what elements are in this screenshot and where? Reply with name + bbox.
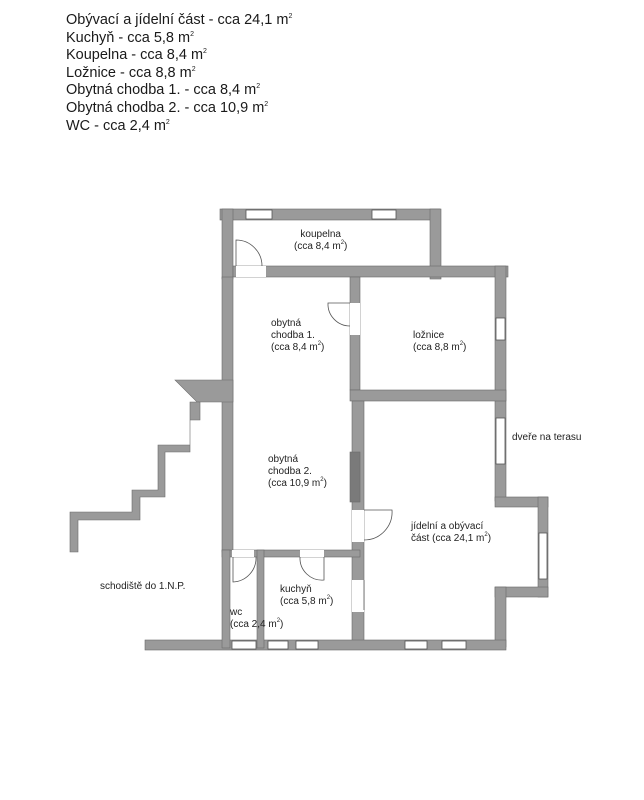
wall-east-lower [494, 586, 507, 648]
wall-koupelna-left [221, 208, 234, 280]
wall-east-upper [494, 265, 507, 502]
window-wc [231, 640, 257, 650]
wall-chodba2-dark [349, 451, 361, 503]
legend-item-wc: WC - cca 2,4 m2 [66, 117, 170, 134]
window-living-s1 [404, 640, 428, 650]
opening-living [352, 510, 364, 542]
wall-koupelna-right [429, 208, 442, 280]
stair-landing [174, 379, 234, 403]
legend-item-loznice: Ložnice - cca 8,8 m2 [66, 64, 196, 81]
legend-item-chodba2: Obytná chodba 2. - cca 10,9 m2 [66, 99, 269, 116]
room-label-koupelna: koupelna (cca 8,4 m2) [294, 229, 348, 252]
door-swing-wc [232, 556, 257, 583]
window-koupelna-2 [371, 209, 397, 220]
legend-item-kuchyn: Kuchyň - cca 5,8 m2 [66, 29, 195, 46]
wall-south [144, 639, 507, 651]
annotation-stairs: schodiště do 1.N.P. [100, 581, 186, 592]
door-swing-living [363, 509, 393, 541]
door-swing-koupelna [235, 239, 263, 267]
wall-loznice-bottom [349, 389, 507, 402]
wall-wc-kuchyn [256, 549, 265, 649]
room-label-chodba2: obytná chodba 2. (cca 10,9 m2) [268, 454, 327, 489]
window-living-s2 [441, 640, 467, 650]
opening-kuchyn-living [352, 580, 364, 612]
legend-item-chodba1: Obytná chodba 1. - cca 8,4 m2 [66, 82, 261, 99]
stair-steps [69, 401, 201, 553]
room-label-chodba1: obytná chodba 1. (cca 8,4 m2) [271, 318, 325, 353]
area-legend: Obývací a jídelní část - cca 24,1 m2 Kuc… [66, 12, 366, 135]
legend-item-koupelna: Koupelna - cca 8,4 m2 [66, 47, 207, 64]
opening-chodba1-loznice [350, 303, 360, 335]
opening-kuchyn [300, 550, 324, 557]
window-loznice [495, 317, 506, 341]
window-kuchyn-1 [267, 640, 289, 650]
door-swing-kuchyn [299, 556, 325, 581]
annotation-terrace-door: dveře na terasu [512, 432, 582, 443]
legend-item-obyvaci: Obývací a jídelní část - cca 24,1 m2 [66, 12, 293, 28]
room-label-obyvaci: jídelní a obývací část (cca 24,1 m2) [411, 521, 492, 544]
wall-west [221, 276, 234, 553]
room-label-loznice: ložnice (cca 8,8 m2) [413, 330, 467, 353]
wall-wc-left [221, 549, 231, 649]
room-label-wc: wc (cca 2,4 m2) [230, 607, 284, 630]
door-terrace [495, 417, 506, 465]
window-living-east [538, 532, 548, 580]
wall-koupelna-bottom [232, 265, 509, 278]
opening-koupelna [236, 266, 266, 277]
window-kuchyn-2 [295, 640, 319, 650]
opening-wc [232, 550, 254, 557]
door-swing-chodba1 [327, 302, 351, 327]
window-koupelna-1 [245, 209, 273, 220]
room-label-kuchyn: kuchyň (cca 5,8 m2) [280, 584, 334, 607]
